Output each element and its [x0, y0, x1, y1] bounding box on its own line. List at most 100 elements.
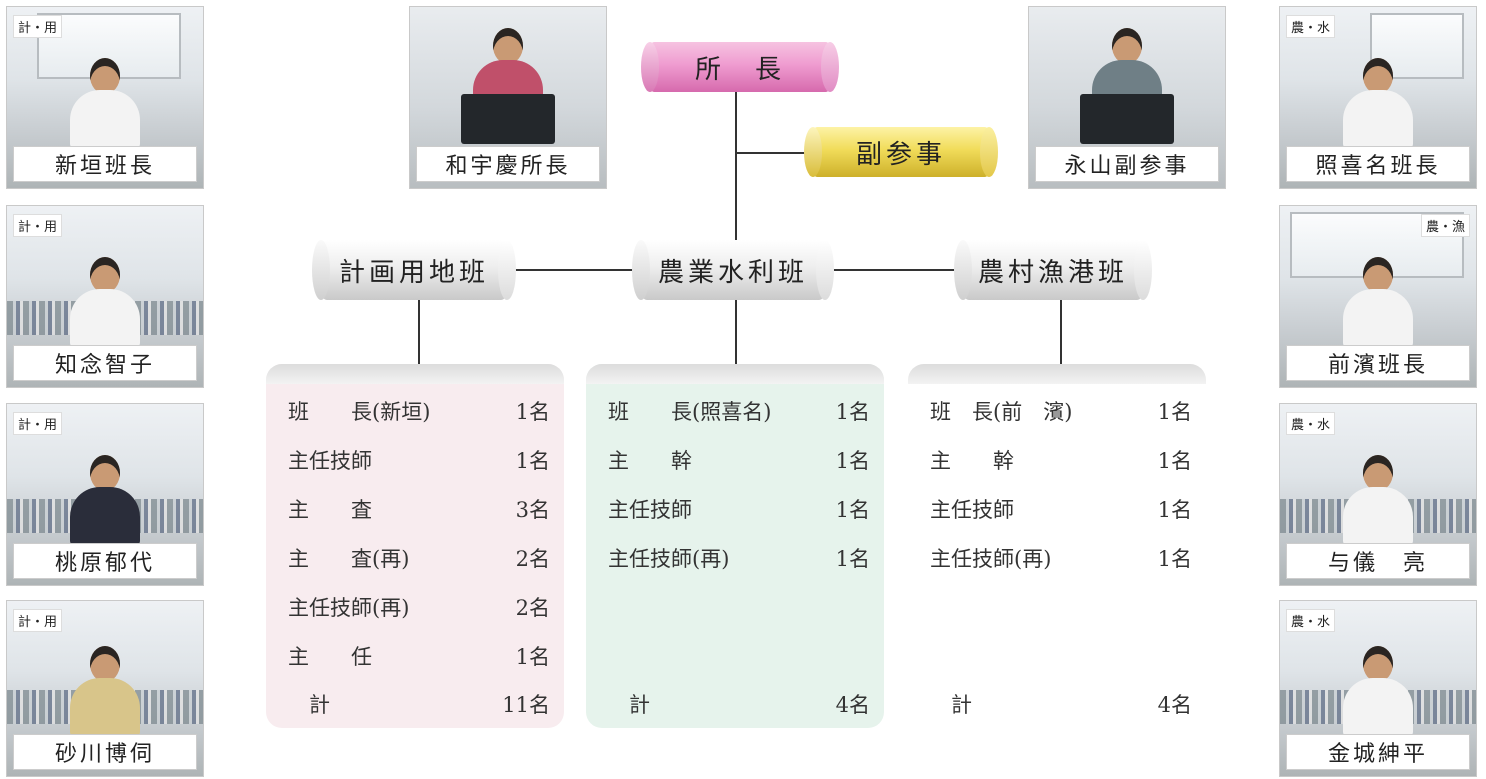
- staff-role: 班 長(照喜名): [608, 400, 772, 424]
- staff-row: 主任技師(再) 1名: [608, 543, 870, 573]
- staff-name: 桃原郁代: [13, 543, 197, 579]
- staff-count: 1名: [515, 449, 550, 473]
- team-tag: 計・用: [13, 412, 63, 435]
- staff-row: 班 長(前 濱)1名: [930, 396, 1192, 426]
- staff-row: 班 長(新垣)1名: [288, 396, 550, 426]
- team-water-node: 農業水利班: [632, 240, 834, 300]
- staff-count: 1名: [1157, 498, 1192, 522]
- staff-name: 金城紳平: [1286, 734, 1470, 770]
- staff-role: 主任技師(再): [608, 547, 730, 571]
- person-figure: [1343, 646, 1413, 736]
- person-figure: [1343, 58, 1413, 148]
- deputy-photo-name: 永山副参事: [1035, 146, 1219, 182]
- team-tag: 農・水: [1286, 609, 1336, 632]
- connector-planning-box: [418, 299, 420, 364]
- deputy-node: 副参事: [804, 127, 998, 177]
- staff-count: 1名: [835, 400, 870, 424]
- person-figure: [70, 646, 140, 736]
- person-figure: [70, 58, 140, 148]
- left-photo-card: 計・用 新垣班長: [6, 6, 204, 189]
- staff-row: 主任技師(再) 1名: [930, 543, 1192, 573]
- staff-count: 1名: [515, 400, 550, 424]
- staff-count: 1名: [835, 498, 870, 522]
- deputy-label: 副参事: [855, 139, 946, 170]
- team-tag: 計・用: [13, 609, 63, 632]
- team-tag: 計・用: [13, 15, 63, 38]
- connector-director-vertical: [735, 90, 737, 242]
- staff-role: 主任技師(再): [288, 596, 410, 620]
- director-node: 所 長: [641, 42, 839, 92]
- staff-total-count: 4名: [1157, 693, 1192, 717]
- staff-role: 主 査(再): [288, 547, 410, 571]
- staff-role: 主 幹: [608, 449, 692, 473]
- team-planning-label: 計画用地班: [338, 257, 489, 288]
- staff-row: 主 任 1名: [288, 641, 550, 671]
- staff-total-count: 11名: [502, 693, 550, 717]
- team-fishery-node: 農村漁港班: [954, 240, 1152, 300]
- staff-role: 主任技師: [288, 449, 372, 473]
- connector-fishery-box: [1060, 299, 1062, 364]
- staff-total-row: 計 4名: [608, 689, 870, 719]
- staff-role: 主任技師: [608, 498, 692, 522]
- staff-count: 3名: [515, 498, 550, 522]
- staff-role: 主 任: [288, 645, 372, 669]
- staff-row: 主任技師 1名: [930, 494, 1192, 524]
- staff-total-label: 計: [930, 693, 972, 717]
- staff-count: 2名: [515, 596, 550, 620]
- staff-role: 主 査: [288, 498, 372, 522]
- staff-count: 1名: [515, 645, 550, 669]
- staff-row: 主任技師 1名: [608, 494, 870, 524]
- staff-role: 主任技師: [930, 498, 1014, 522]
- right-photo-card: 農・水 金城紳平: [1279, 600, 1477, 777]
- right-photo-card: 農・水 照喜名班長: [1279, 6, 1477, 189]
- left-photo-card: 計・用 桃原郁代: [6, 403, 204, 586]
- staff-name: 砂川博伺: [13, 734, 197, 770]
- staff-row: 主任技師(再) 2名: [288, 592, 550, 622]
- team-tag: 農・水: [1286, 412, 1336, 435]
- right-photo-card: 農・水 与儀 亮: [1279, 403, 1477, 586]
- left-photo-card: 計・用 知念智子: [6, 205, 204, 388]
- staff-row: 主 査(再)2名: [288, 543, 550, 573]
- connector-deputy: [736, 152, 806, 154]
- connector-water-fishery: [830, 269, 958, 271]
- staff-name: 前濱班長: [1286, 345, 1470, 381]
- staff-total-row: 計 4名: [930, 689, 1192, 719]
- person-figure: [70, 455, 140, 545]
- laptop-icon: [1080, 94, 1174, 144]
- staff-row: 主任技師 1名: [288, 445, 550, 475]
- staff-count: 1名: [1157, 400, 1192, 424]
- team-water-label: 農業水利班: [657, 257, 808, 288]
- laptop-icon: [461, 94, 555, 144]
- connector-planning-water: [512, 269, 634, 271]
- team-tag: 農・漁: [1420, 214, 1470, 237]
- staff-count: 1名: [1157, 547, 1192, 571]
- director-label: 所 長: [694, 54, 785, 85]
- staff-row: 班 長(照喜名) 1名: [608, 396, 870, 426]
- team-planning-node: 計画用地班: [312, 240, 516, 300]
- staff-name: 新垣班長: [13, 146, 197, 182]
- staff-name: 与儀 亮: [1286, 543, 1470, 579]
- staff-name: 照喜名班長: [1286, 146, 1470, 182]
- connector-water-box: [735, 299, 737, 364]
- director-photo-name: 和宇慶所長: [416, 146, 600, 182]
- staff-total-count: 4名: [835, 693, 870, 717]
- staff-row: 主 査 3名: [288, 494, 550, 524]
- team-tag: 農・水: [1286, 15, 1336, 38]
- staff-name: 知念智子: [13, 345, 197, 381]
- staff-count: 1名: [835, 547, 870, 571]
- staff-total-label: 計: [608, 693, 650, 717]
- team-fishery-label: 農村漁港班: [977, 257, 1128, 288]
- right-photo-card: 農・漁 前濱班長: [1279, 205, 1477, 388]
- person-figure: [1343, 455, 1413, 545]
- person-figure: [1343, 257, 1413, 347]
- director-photo: 和宇慶所長: [409, 6, 607, 189]
- team-tag: 計・用: [13, 214, 63, 237]
- left-photo-card: 計・用 砂川博伺: [6, 600, 204, 777]
- staff-role: 主任技師(再): [930, 547, 1052, 571]
- staff-role: 主 幹: [930, 449, 1014, 473]
